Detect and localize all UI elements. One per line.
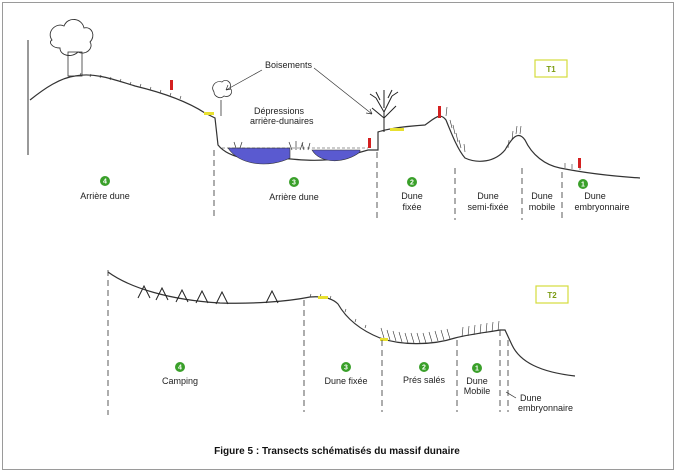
svg-text:1: 1	[475, 366, 479, 373]
annotation-depressions-line1: Dépressions	[254, 106, 305, 116]
zone-badge	[341, 362, 351, 372]
tree-icon	[49, 19, 94, 77]
t2-zone-4: 4 Camping	[162, 362, 198, 386]
zone-badge	[407, 177, 417, 187]
t2-zone-1: 1 Dune Mobile	[464, 363, 491, 396]
zone-badge	[289, 177, 299, 187]
zone-label: embryonnaire	[574, 202, 629, 212]
t1-zone-4: 4 Arrière dune	[80, 176, 130, 201]
t2-zone-2: 2 Prés salés	[403, 362, 446, 385]
t1-tag-box	[534, 59, 568, 78]
zone-label: Mobile	[464, 386, 491, 396]
svg-text:2: 2	[422, 365, 426, 372]
svg-text:4: 4	[178, 365, 182, 372]
svg-text:3: 3	[344, 365, 348, 372]
t1-water	[227, 147, 291, 165]
t2-zone-3: 3 Dune fixée	[324, 362, 368, 386]
svg-text:2: 2	[410, 180, 414, 187]
t2-zone-embryonnaire: Dune embryonnaire	[505, 391, 573, 413]
zone-label: Dune	[401, 191, 423, 201]
t2-tag: T2	[547, 291, 557, 300]
tent-icon	[137, 284, 279, 305]
figure-frame	[2, 2, 674, 470]
zone-label: Arrière dune	[269, 192, 319, 202]
svg-text:3: 3	[292, 180, 296, 187]
zone-label: fixée	[402, 202, 421, 212]
annotation-boisements: Boisements	[265, 60, 313, 70]
zone-label: mobile	[529, 202, 556, 212]
zone-label: Dune	[531, 191, 553, 201]
figure-caption: Figure 5 : Transects schématisés du mass…	[214, 446, 460, 457]
t2-vegetation	[309, 293, 500, 344]
t1-sand	[204, 112, 214, 115]
zone-label: Dune	[520, 393, 542, 403]
zone-badge	[472, 363, 482, 373]
t1-vegetation	[79, 72, 581, 170]
t1-marker	[438, 106, 441, 118]
t1-profile	[29, 74, 641, 179]
zone-label: Arrière dune	[80, 191, 130, 201]
tree-icon	[369, 89, 399, 132]
t1-zone-semi-fixee: Dune semi-fixée	[467, 191, 508, 212]
t1-reeds	[233, 141, 311, 151]
zone-label: Prés salés	[403, 375, 446, 385]
zone-badge	[100, 176, 110, 186]
t2-pointer	[505, 391, 517, 399]
t1-tag: T1	[546, 65, 556, 74]
zone-label: embryonnaire	[518, 403, 573, 413]
zone-badge	[175, 362, 185, 372]
zone-label: Dune	[477, 191, 499, 201]
t1-zone-1: 1 Dune embryonnaire	[574, 179, 630, 212]
zone-label: Dune	[466, 376, 488, 386]
t1-marker	[170, 80, 173, 90]
svg-text:4: 4	[103, 179, 107, 186]
zone-label: semi-fixée	[467, 202, 508, 212]
t2-profile	[107, 271, 576, 377]
transect-t1: T1 Boisements Dépressions arrière-dunair…	[27, 19, 641, 220]
transect-t2: T2 4 Camping 3 Dune fixée 2 Prés salés 1…	[107, 270, 576, 415]
t1-marker	[578, 158, 581, 168]
tree-icon	[212, 80, 232, 116]
t1-zone-3: 3 Arrière dune	[269, 177, 319, 202]
t1-marker	[368, 138, 371, 148]
zone-label: Camping	[162, 376, 198, 386]
svg-text:1: 1	[581, 182, 585, 189]
zone-badge	[419, 362, 429, 372]
zone-label: Dune	[584, 191, 606, 201]
zone-label: Dune fixée	[324, 376, 367, 386]
annotation-depressions-line2: arrière-dunaires	[250, 116, 314, 126]
t2-sand	[380, 338, 388, 341]
t1-zone-2: 2 Dune fixée	[401, 177, 423, 212]
t1-water	[311, 149, 361, 162]
t2-sand	[318, 296, 328, 299]
t1-annotation-arrow	[225, 67, 373, 115]
zone-badge	[578, 179, 588, 189]
t1-zone-mobile: Dune mobile	[529, 191, 556, 212]
t1-sand	[390, 128, 404, 131]
t2-tag-box	[535, 285, 569, 304]
